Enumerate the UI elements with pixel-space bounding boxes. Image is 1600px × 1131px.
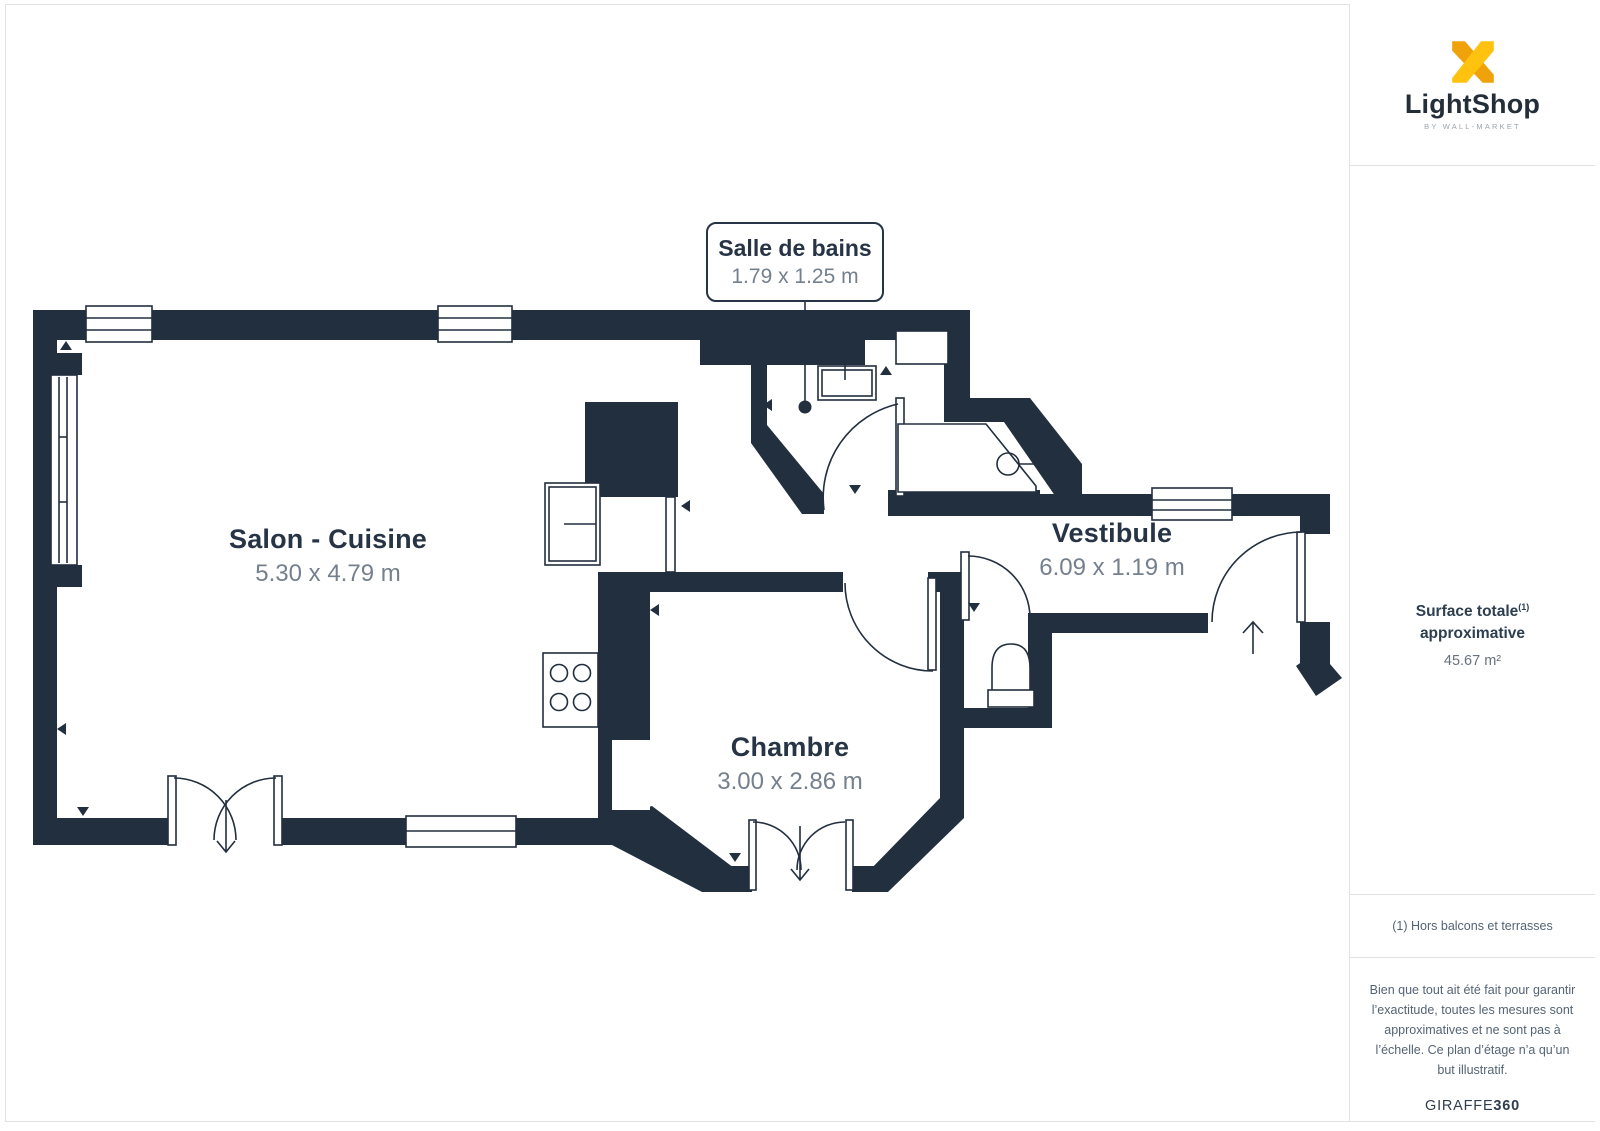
sidebar-footnote-section: (1) Hors balcons et terrasses — [1350, 895, 1595, 958]
sliding-door-kitchen-icon — [665, 496, 676, 573]
window-top-right-icon — [437, 305, 513, 343]
room-dimensions: 5.30 x 4.79 m — [255, 560, 401, 587]
room-name: Vestibule — [1051, 518, 1173, 548]
callout-leader — [798, 298, 812, 414]
provider-logo: GIRAFFE360 — [1350, 1098, 1595, 1114]
window-bathroom-icon — [895, 330, 949, 365]
surface-value: 45.67 m² — [1443, 653, 1502, 670]
footnote-text: (1) Hors balcons et terrasses — [1392, 919, 1553, 933]
disclaimer-text: Bien que tout ait été fait pour garantir… — [1369, 983, 1576, 1077]
toilet-icon — [987, 643, 1035, 708]
windows — [50, 305, 1233, 848]
lightshop-logo-icon — [1451, 40, 1494, 83]
room-name: Salle de bains — [718, 235, 872, 261]
room-dimensions: 3.00 x 2.86 m — [717, 768, 863, 795]
room-label-vestibule: Vestibule 6.09 x 1.19 m — [1039, 518, 1184, 582]
shower-icon — [897, 423, 1037, 493]
wall-recess — [612, 740, 650, 810]
doors — [167, 397, 1306, 891]
surface-title-line1: Surface totale — [1415, 603, 1519, 621]
surface-title: Surface totale(1) approximative — [1350, 596, 1595, 645]
door-chambre-icon — [844, 577, 937, 672]
door-wc-icon — [960, 551, 1031, 621]
window-vestibule-icon — [1151, 487, 1233, 521]
french-door-chambre-icon — [748, 819, 854, 891]
room-label-chambre: Chambre 3.00 x 2.86 m — [717, 732, 862, 796]
sidebar: LightShop BY WALL-MARKET Surface totale(… — [1349, 4, 1595, 1121]
surface-title-sup: (1) — [1518, 602, 1530, 612]
stove-icon — [542, 652, 599, 728]
surface-title-line2: approximative — [1419, 625, 1526, 643]
camera-markers — [57, 341, 1298, 862]
sidebar-surface-section: Surface totale(1) approximative 45.67 m² — [1350, 166, 1595, 895]
bathroom-sink-icon — [817, 354, 877, 401]
room-name: Salon - Cuisine — [228, 524, 428, 554]
fixtures — [542, 354, 1037, 728]
door-entry-icon — [1211, 531, 1306, 623]
walls — [33, 310, 1342, 892]
french-door-salon-icon — [167, 775, 283, 854]
room-dimensions: 1.79 x 1.25 m — [731, 265, 859, 288]
provider-name: GIRAFFE — [1424, 1098, 1494, 1114]
window-left-icon — [50, 374, 78, 566]
room-dimensions: 6.09 x 1.19 m — [1039, 554, 1185, 581]
entry-arrow-icon — [1242, 620, 1264, 654]
logo-tagline: BY WALL-MARKET — [1424, 121, 1521, 131]
window-bottom-icon — [405, 815, 517, 848]
provider-number: 360 — [1493, 1098, 1521, 1114]
kitchen-sink-icon — [544, 482, 601, 566]
room-label-salle-de-bains: Salle de bains 1.79 x 1.25 m — [706, 222, 884, 302]
room-label-salon-cuisine: Salon - Cuisine 5.30 x 4.79 m — [229, 524, 427, 588]
window-top-left-icon — [85, 305, 153, 343]
logo-wordmark: LightShop — [1404, 88, 1541, 119]
sidebar-disclaimer-section: Bien que tout ait été fait pour garantir… — [1350, 958, 1595, 1120]
room-name: Chambre — [730, 732, 850, 762]
sidebar-logo-section: LightShop BY WALL-MARKET — [1350, 4, 1595, 166]
